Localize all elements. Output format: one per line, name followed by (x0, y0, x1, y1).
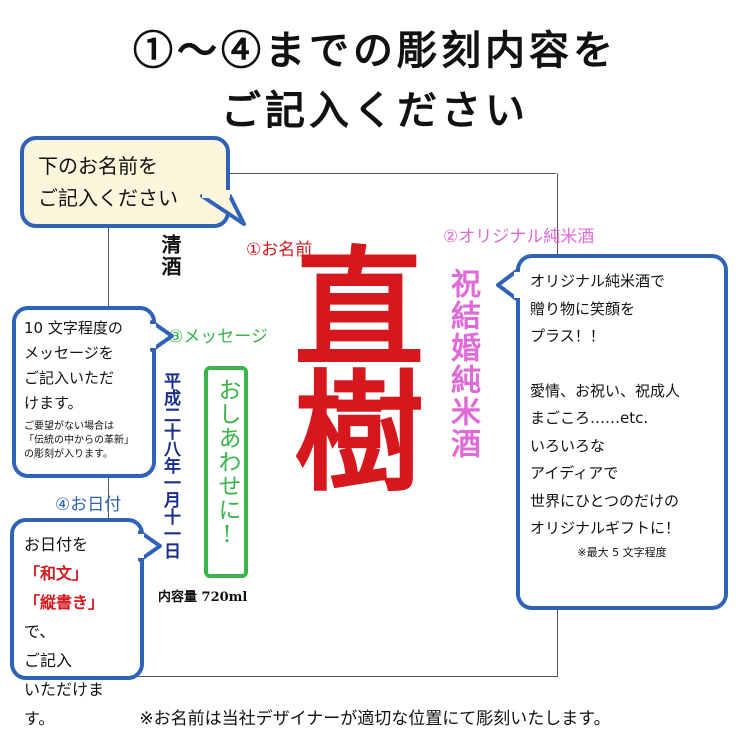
original-line: プラス！！ (530, 327, 605, 345)
original-sake-text: 祝結婚純米酒 (445, 268, 480, 460)
original-line: 贈り物に笑顔を (530, 299, 636, 318)
original-line (530, 351, 714, 378)
message-line: ご記入いただ (24, 369, 115, 387)
message-line: メッセージを (24, 344, 114, 362)
date-bubble-tail (138, 530, 162, 562)
name-bubble-tail (200, 190, 246, 226)
original-line: まごころ……etc. (530, 409, 649, 427)
original-line: いろいろな (530, 436, 606, 455)
message-label: ③メッセージ (168, 327, 268, 347)
name-instruction-line1: 下のお名前を (38, 154, 158, 178)
message-bubble-tail (150, 320, 174, 352)
page-title-line1: ①～④までの彫刻内容を (133, 27, 617, 74)
page-title-line2: ご記入ください (221, 87, 529, 134)
message-box (204, 366, 248, 578)
date-wabun: 「和文」 (24, 564, 89, 583)
seishu-text: 清酒 (158, 234, 182, 278)
original-line: オリジナル純米酒で (530, 272, 666, 290)
date-instruction-bubble: お日付を 「和文」 「縦書き」で、 ご記入 いただけます。 (10, 518, 144, 728)
original-label: ②オリジナル純米酒 (443, 227, 595, 247)
original-bubble-tail (496, 268, 520, 302)
name-instruction-line2: ご記入ください (38, 186, 178, 210)
date-tategaki: 「縦書き」 (24, 593, 105, 612)
original-note: ※最大 5 文字程度 (577, 545, 667, 559)
name-label: ①お名前 (246, 240, 313, 260)
label-frame-top (108, 173, 556, 174)
volume-text: 内容量 720ml (158, 590, 248, 605)
message-text: おしあわせに! (214, 378, 240, 549)
original-line: アイディアで (530, 464, 619, 482)
date-text: 平成二十八年一月十一日 (160, 372, 180, 559)
message-note: 「伝統の中からの革新」 (24, 435, 134, 446)
original-line: 愛情、お祝い、祝成人 (530, 381, 681, 400)
date-label: ④お日付 (55, 495, 122, 515)
name-instruction-bubble: 下のお名前を ご記入ください (20, 136, 230, 228)
original-line: 世界にひとつのだけの (530, 491, 679, 510)
message-line: けます。 (24, 394, 83, 412)
message-note: の彫刻が入ります。 (24, 449, 113, 460)
message-instruction-bubble: 10 文字程度の メッセージを ご記入いただ けます。 ご要望がない場合は 「伝… (12, 306, 156, 478)
message-line: 10 文字程度の (24, 319, 123, 337)
date-line: いただけます。 (24, 680, 105, 728)
original-line: オリジナルギフトに！ (530, 519, 681, 537)
footer-note: ※お名前は当社デザイナーが適切な位置にて彫刻いたします。 (139, 709, 611, 729)
engraved-name: 直樹 (272, 240, 425, 488)
message-note: ご要望がない場合は (24, 421, 114, 432)
date-de: で、 (24, 622, 56, 641)
date-line: お日付を (24, 535, 89, 554)
original-instruction-bubble: オリジナル純米酒で 贈り物に笑顔を プラス！！ 愛情、お祝い、祝成人 まごころ…… (516, 254, 728, 610)
date-line: ご記入 (24, 651, 73, 670)
